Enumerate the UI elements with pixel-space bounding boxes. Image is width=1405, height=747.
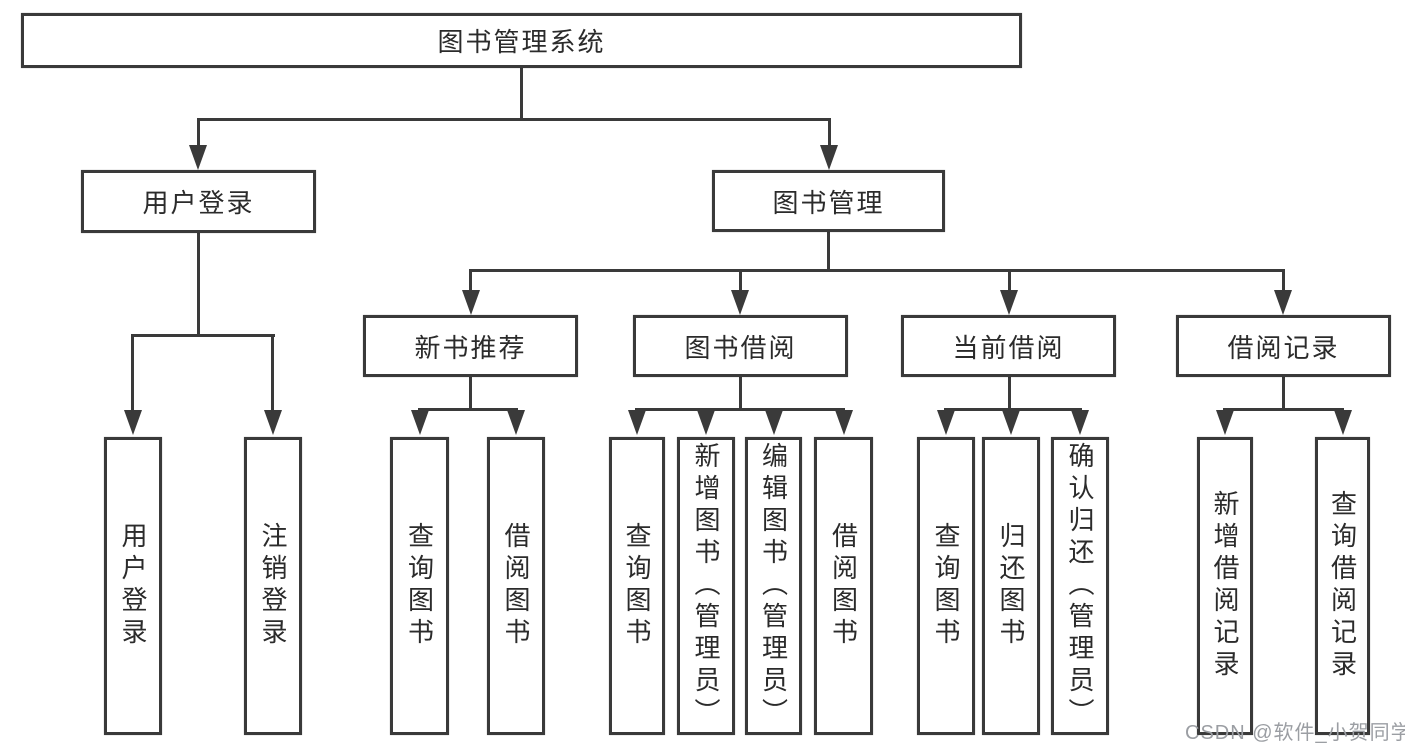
leaf-label: 查询图书: [622, 522, 652, 650]
node-current-borrow-label: 当前借阅: [952, 332, 1065, 363]
arrow-to-leaf-query-books-recommend-icon: [411, 410, 429, 435]
arrow-to-leaf-query-borrow-record-icon: [1334, 410, 1352, 435]
connector-borrow-records-trunk: [1282, 377, 1285, 411]
connector-book-management-trunk: [827, 232, 830, 272]
node-new-book-recommend: 新书推荐: [363, 315, 578, 377]
connector-user-login-trunk: [197, 232, 200, 337]
node-root-label: 图书管理系统: [437, 27, 606, 57]
csdn-watermark: CSDN @软件_小贺同学: [1185, 722, 1405, 744]
connector-to-user-login: [197, 118, 200, 151]
connector-to-borrow-records: [1282, 269, 1285, 293]
connector-borrow-records-branch: [1223, 408, 1344, 411]
arrow-to-leaf-query-books-borrow-icon: [628, 410, 646, 435]
leaf-user-login: 用户登录: [104, 437, 162, 735]
arrow-to-leaf-return-books-icon: [1002, 410, 1020, 435]
arrow-to-leaf-borrow-books-recommend-icon: [507, 410, 525, 435]
arrow-to-leaf-add-book-icon: [697, 410, 715, 435]
arrow-to-leaf-confirm-return-icon: [1071, 410, 1089, 435]
connector-root-trunk: [520, 68, 523, 121]
arrow-to-new-book-recommend-icon: [462, 290, 480, 315]
arrow-to-leaf-query-books-current-icon: [937, 410, 955, 435]
arrow-to-leaf-add-borrow-record-icon: [1216, 410, 1234, 435]
arrow-to-leaf-user-login-icon: [124, 410, 142, 435]
connector-user-login-branch: [131, 334, 275, 337]
leaf-label: 归还图书: [996, 522, 1026, 650]
arrow-to-book-management-icon: [820, 145, 838, 170]
leaf-query-books-recommend: 查询图书: [390, 437, 449, 735]
node-current-borrow: 当前借阅: [901, 315, 1116, 377]
node-user-login-label: 用户登录: [142, 188, 255, 218]
leaf-add-book-admin: 新增图书（管理员）: [677, 437, 735, 735]
connector-to-new-book-recommend: [469, 269, 472, 293]
leaf-label: 新增借阅记录: [1210, 490, 1240, 682]
leaf-edit-book-admin: 编辑图书（管理员）: [745, 437, 802, 735]
arrow-to-user-login-icon: [189, 145, 207, 170]
leaf-query-books-current: 查询图书: [917, 437, 975, 735]
leaf-label: 注销登录: [258, 522, 288, 650]
connector-level2-branch: [197, 118, 831, 121]
leaf-label: 借阅图书: [501, 522, 531, 650]
leaf-label: 新增图书（管理员）: [691, 442, 721, 730]
node-root: 图书管理系统: [21, 13, 1022, 68]
node-borrow-records: 借阅记录: [1176, 315, 1391, 377]
connector-current-borrow-branch: [944, 408, 1082, 411]
leaf-return-books: 归还图书: [982, 437, 1040, 735]
arrow-to-current-borrow-icon: [1000, 290, 1018, 315]
arrow-to-book-borrow-icon: [731, 290, 749, 315]
node-new-book-recommend-label: 新书推荐: [414, 332, 527, 363]
leaf-query-books-borrow: 查询图书: [609, 437, 665, 735]
connector-new-book-recommend-trunk: [469, 377, 472, 411]
leaf-add-borrow-record: 新增借阅记录: [1197, 437, 1253, 735]
node-book-borrow: 图书借阅: [633, 315, 848, 377]
leaf-query-borrow-record: 查询借阅记录: [1315, 437, 1370, 735]
node-user-login: 用户登录: [81, 170, 316, 233]
leaf-label: 确认归还（管理员）: [1065, 442, 1095, 730]
connector-level3-branch: [469, 269, 1285, 272]
connector-current-borrow-trunk: [1008, 377, 1011, 411]
leaf-label: 借阅图书: [828, 522, 859, 650]
node-book-management: 图书管理: [712, 170, 945, 232]
arrow-to-leaf-edit-book-icon: [765, 410, 783, 435]
connector-to-leaf-user-login: [131, 334, 134, 412]
leaf-label: 编辑图书（管理员）: [758, 442, 789, 730]
connector-book-borrow-branch: [635, 408, 845, 411]
leaf-label: 查询图书: [404, 522, 435, 650]
connector-to-current-borrow: [1008, 269, 1011, 293]
leaf-borrow-books: 借阅图书: [814, 437, 873, 735]
connector-to-book-management: [828, 118, 831, 151]
node-borrow-records-label: 借阅记录: [1227, 332, 1340, 363]
leaf-logout: 注销登录: [244, 437, 302, 735]
connector-book-borrow-trunk: [739, 377, 742, 411]
leaf-label: 用户登录: [118, 522, 148, 650]
leaf-borrow-books-recommend: 借阅图书: [487, 437, 545, 735]
arrow-to-leaf-logout-icon: [264, 410, 282, 435]
node-book-borrow-label: 图书借阅: [684, 332, 797, 363]
connector-to-book-borrow: [739, 269, 742, 293]
connector-new-book-recommend-branch: [418, 408, 518, 411]
connector-to-leaf-logout: [271, 334, 274, 412]
leaf-label: 查询借阅记录: [1327, 490, 1358, 682]
arrow-to-leaf-borrow-books-icon: [835, 410, 853, 435]
node-book-management-label: 图书管理: [772, 187, 885, 218]
leaf-label: 查询图书: [931, 522, 961, 650]
leaf-confirm-return-admin: 确认归还（管理员）: [1051, 437, 1109, 735]
arrow-to-borrow-records-icon: [1274, 290, 1292, 315]
